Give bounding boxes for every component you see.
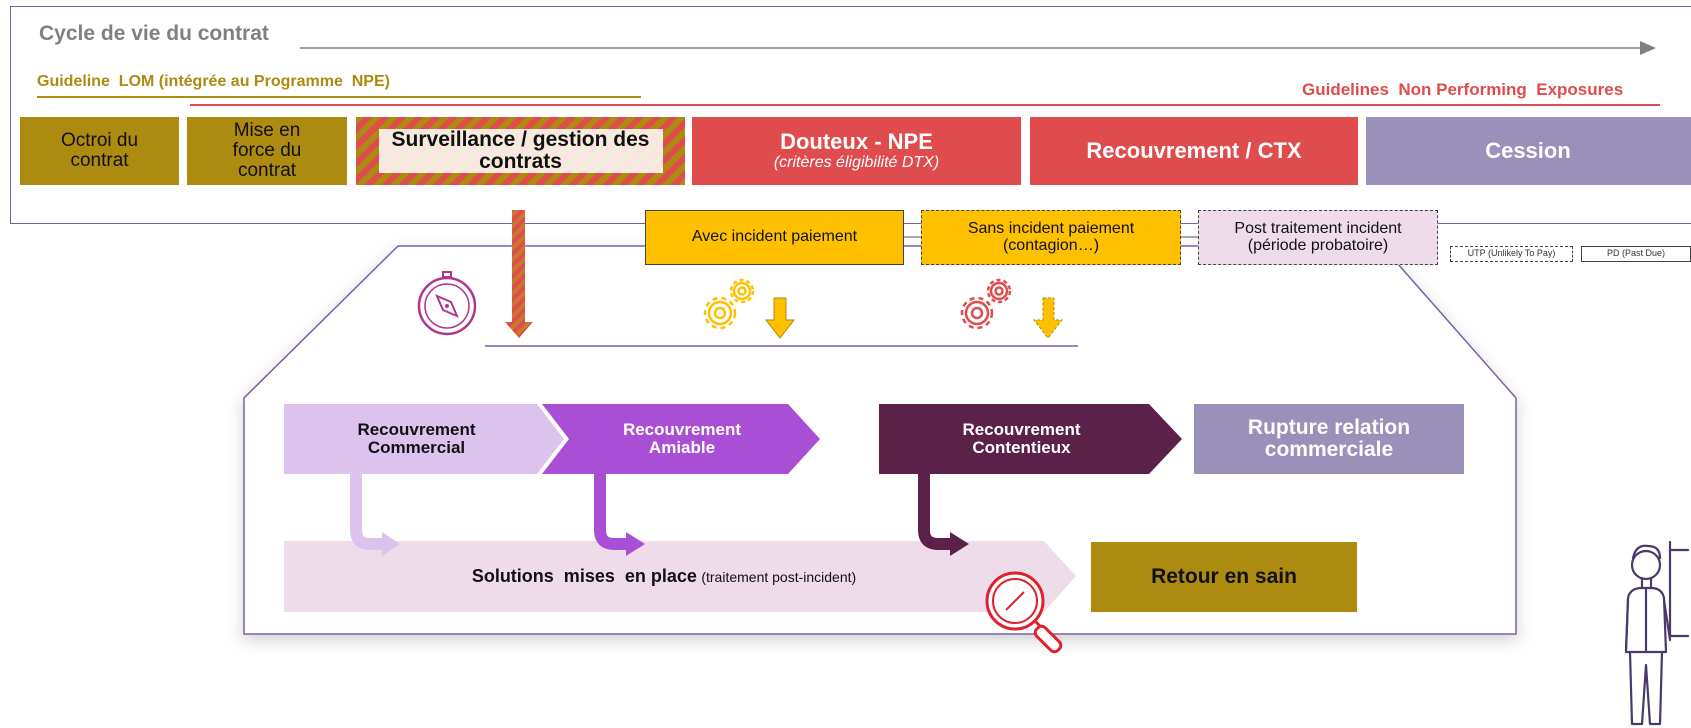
- lifecycle-frame: [10, 6, 1691, 224]
- recouvrement-contentieux-label: Recouvrement Contentieux: [962, 420, 1081, 457]
- incident-avec: Avec incident paiement: [645, 210, 904, 265]
- phase-octroi: Octroi du contrat: [20, 117, 179, 185]
- phase-cession-label: Cession: [1485, 138, 1571, 164]
- incident-post-label: Post traitement incident (période probat…: [1234, 219, 1402, 254]
- solutions-text: Solutions mises en place (traitement pos…: [284, 541, 1044, 612]
- phase-douteux-sub: (critères éligibilité DTX): [773, 154, 940, 172]
- phase-douteux: Douteux - NPE (critères éligibilité DTX): [692, 117, 1021, 185]
- person-icon: [1624, 540, 1690, 726]
- rupture-relation: Rupture relation commerciale: [1194, 404, 1464, 474]
- recouvrement-commercial: Recouvrement Commercial: [284, 404, 549, 474]
- gears-icon: [960, 278, 1012, 330]
- phase-recouvrement: Recouvrement / CTX: [1030, 117, 1358, 185]
- phase-mise-en-force: Mise en force du contrat: [187, 117, 347, 185]
- guideline-lom-line: [37, 96, 641, 98]
- badge-utp-label: UTP (Unlikely To Pay): [1467, 248, 1556, 259]
- solutions-detail: (traitement post-incident): [701, 568, 857, 585]
- guideline-npe-label: Guidelines Non Performing Exposures: [1302, 80, 1624, 99]
- retour-en-sain-label: Retour en sain: [1151, 564, 1297, 588]
- guideline-npe-line: [190, 104, 1660, 106]
- recouvrement-amiable-label: Recouvrement Amiable: [622, 420, 742, 457]
- incident-avec-label: Avec incident paiement: [691, 228, 858, 246]
- phase-surveillance-label: Surveillance / gestion des contrats: [378, 128, 663, 174]
- solutions-label: Solutions mises en place: [471, 566, 697, 586]
- phase-douteux-label: Douteux - NPE: [780, 129, 933, 155]
- recouvrement-contentieux: Recouvrement Contentieux: [879, 404, 1164, 474]
- incident-sans: Sans incident paiement (contagion…): [921, 210, 1181, 265]
- compass-icon: [417, 271, 477, 336]
- badge-pd-label: PD (Past Due): [1606, 248, 1666, 259]
- retour-en-sain: Retour en sain: [1091, 542, 1357, 612]
- rupture-relation-label: Rupture relation commerciale: [1247, 415, 1411, 461]
- lifecycle-title: Cycle de vie du contrat: [39, 22, 269, 45]
- phase-cession: Cession: [1366, 117, 1691, 185]
- recouvrement-commercial-label: Recouvrement Commercial: [357, 420, 476, 457]
- phase-surveillance: Surveillance / gestion des contrats: [356, 117, 685, 185]
- guideline-lom-label: Guideline LOM (intégrée au Programme NPE…: [37, 73, 390, 90]
- magnifier-icon: [985, 571, 1063, 654]
- phase-recouvrement-label: Recouvrement / CTX: [1086, 138, 1302, 164]
- incident-sans-label: Sans incident paiement (contagion…): [967, 219, 1135, 254]
- gears-icon: [703, 278, 755, 330]
- phase-octroi-label: Octroi du contrat: [60, 130, 139, 171]
- incident-post: Post traitement incident (période probat…: [1198, 210, 1438, 265]
- badge-utp: UTP (Unlikely To Pay): [1450, 246, 1573, 262]
- phase-mise-en-force-label: Mise en force du contrat: [232, 120, 302, 181]
- recouvrement-amiable: Recouvrement Amiable: [566, 404, 798, 474]
